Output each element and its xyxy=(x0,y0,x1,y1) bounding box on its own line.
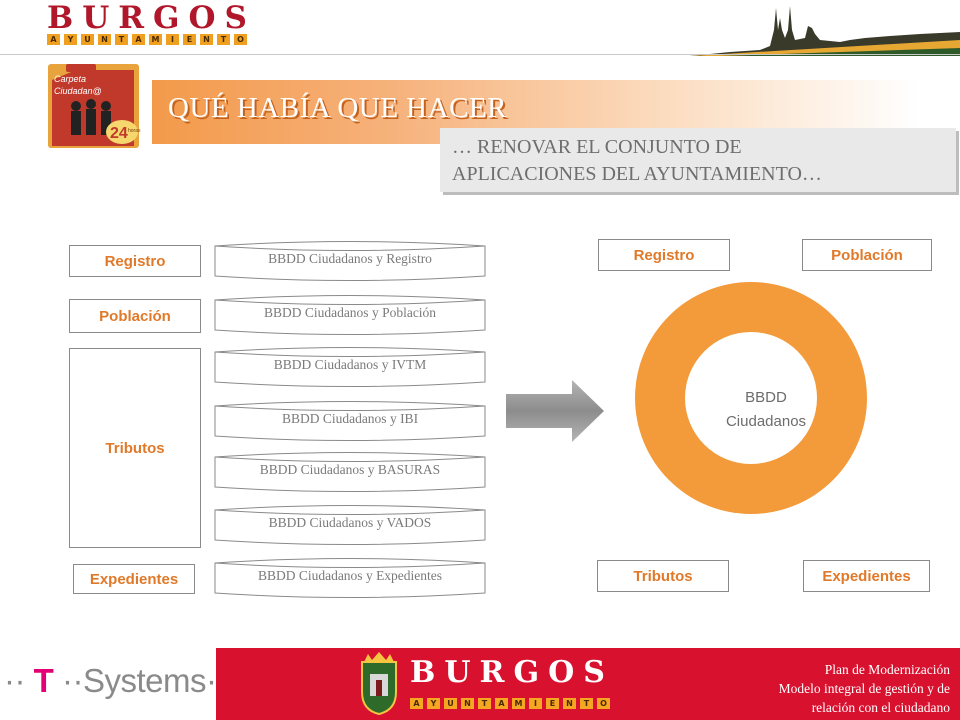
footer-text-line: Modelo integral de gestión y de xyxy=(779,679,950,698)
footer-text-line: relación con el ciudadano xyxy=(779,698,950,717)
tsystems-logo: ·· T ··Systems· xyxy=(4,662,217,700)
database-cylinder: BBDD Ciudadanos y IVTM xyxy=(214,346,486,388)
cathedral-skyline-image xyxy=(690,0,960,56)
footer-plan-text: Plan de Modernización Modelo integral de… xyxy=(779,660,950,717)
logo-badge-note: horas xyxy=(128,128,141,134)
footer-brand-subtitle: A Y U N T A M I E N T O xyxy=(410,698,610,709)
brand-letter: T xyxy=(115,34,128,45)
left-category-tributos: Tributos xyxy=(69,348,201,548)
brand-letter: N xyxy=(98,34,111,45)
brand-letter: T xyxy=(580,698,593,709)
brand-letter: I xyxy=(166,34,179,45)
database-label: BBDD Ciudadanos y Población xyxy=(214,305,486,321)
brand-letter: I xyxy=(529,698,542,709)
logo-badge-number: 24 xyxy=(110,125,128,142)
database-cylinder: BBDD Ciudadanos y Expedientes xyxy=(214,557,486,599)
footer-text-line: Plan de Modernización xyxy=(779,660,950,679)
tsystems-t: T xyxy=(34,662,54,699)
brand-letter: T xyxy=(478,698,491,709)
tsystems-name: Systems xyxy=(83,662,206,699)
central-db-line: BBDD xyxy=(702,386,830,410)
database-cylinder: BBDD Ciudadanos y BASURAS xyxy=(214,451,486,493)
brand-letter: U xyxy=(444,698,457,709)
database-cylinder: BBDD Ciudadanos y Registro xyxy=(214,240,486,282)
database-label: BBDD Ciudadanos y IVTM xyxy=(214,357,486,373)
subtitle-line: APLICACIONES DEL AYUNTAMIENTO… xyxy=(452,161,822,188)
database-label: BBDD Ciudadanos y Registro xyxy=(214,251,486,267)
brand-letter: N xyxy=(563,698,576,709)
brand-letter: O xyxy=(234,34,247,45)
database-label: BBDD Ciudadanos y BASURAS xyxy=(214,462,486,478)
slide-title: QUÉ HABÍA QUE HACER xyxy=(168,92,507,125)
brand-letter: Y xyxy=(64,34,77,45)
right-category-registro: Registro xyxy=(598,239,730,271)
right-category-tributos: Tributos xyxy=(597,560,729,592)
footer-brand-logo: BURGOS xyxy=(410,655,614,690)
right-category-poblacion: Población xyxy=(802,239,932,271)
left-category-poblacion: Población xyxy=(69,299,201,333)
header-divider xyxy=(0,54,960,55)
brand-letter: U xyxy=(81,34,94,45)
brand-letter: A xyxy=(132,34,145,45)
database-cylinder: BBDD Ciudadanos y Población xyxy=(214,294,486,336)
left-category-registro: Registro xyxy=(69,245,201,277)
brand-letter: M xyxy=(512,698,525,709)
brand-letter: N xyxy=(200,34,213,45)
header-brand-subtitle: A Y U N T A M I E N T O xyxy=(47,34,247,45)
burgos-crest-icon xyxy=(356,652,402,716)
brand-letter: E xyxy=(546,698,559,709)
right-arrow-icon xyxy=(504,378,606,444)
brand-letter: A xyxy=(410,698,423,709)
brand-letter: A xyxy=(495,698,508,709)
brand-letter: O xyxy=(597,698,610,709)
brand-letter: Y xyxy=(427,698,440,709)
brand-letter: E xyxy=(183,34,196,45)
subtitle-line: … RENOVAR EL CONJUNTO DE xyxy=(452,134,822,161)
right-category-expedientes: Expedientes xyxy=(803,560,930,592)
database-cylinder: BBDD Ciudadanos y IBI xyxy=(214,400,486,442)
carpeta-ciudadana-logo: Carpeta Ciudadan@ 24 horas xyxy=(46,60,141,152)
logo-text-ciudadana: Ciudadan@ xyxy=(54,86,102,96)
central-database-label: BBDD Ciudadanos xyxy=(702,386,830,434)
brand-letter: T xyxy=(217,34,230,45)
database-label: BBDD Ciudadanos y VADOS xyxy=(214,515,486,531)
brand-letter: N xyxy=(461,698,474,709)
database-label: BBDD Ciudadanos y Expedientes xyxy=(214,568,486,584)
brand-letter: A xyxy=(47,34,60,45)
database-cylinder: BBDD Ciudadanos y VADOS xyxy=(214,504,486,546)
left-category-expedientes: Expedientes xyxy=(73,564,195,594)
central-db-line: Ciudadanos xyxy=(702,410,830,434)
header-brand-logo: BURGOS xyxy=(47,0,256,36)
brand-letter: M xyxy=(149,34,162,45)
slide-subtitle: … RENOVAR EL CONJUNTO DE APLICACIONES DE… xyxy=(452,134,822,188)
database-label: BBDD Ciudadanos y IBI xyxy=(214,411,486,427)
logo-text-carpeta: Carpeta xyxy=(54,74,86,84)
